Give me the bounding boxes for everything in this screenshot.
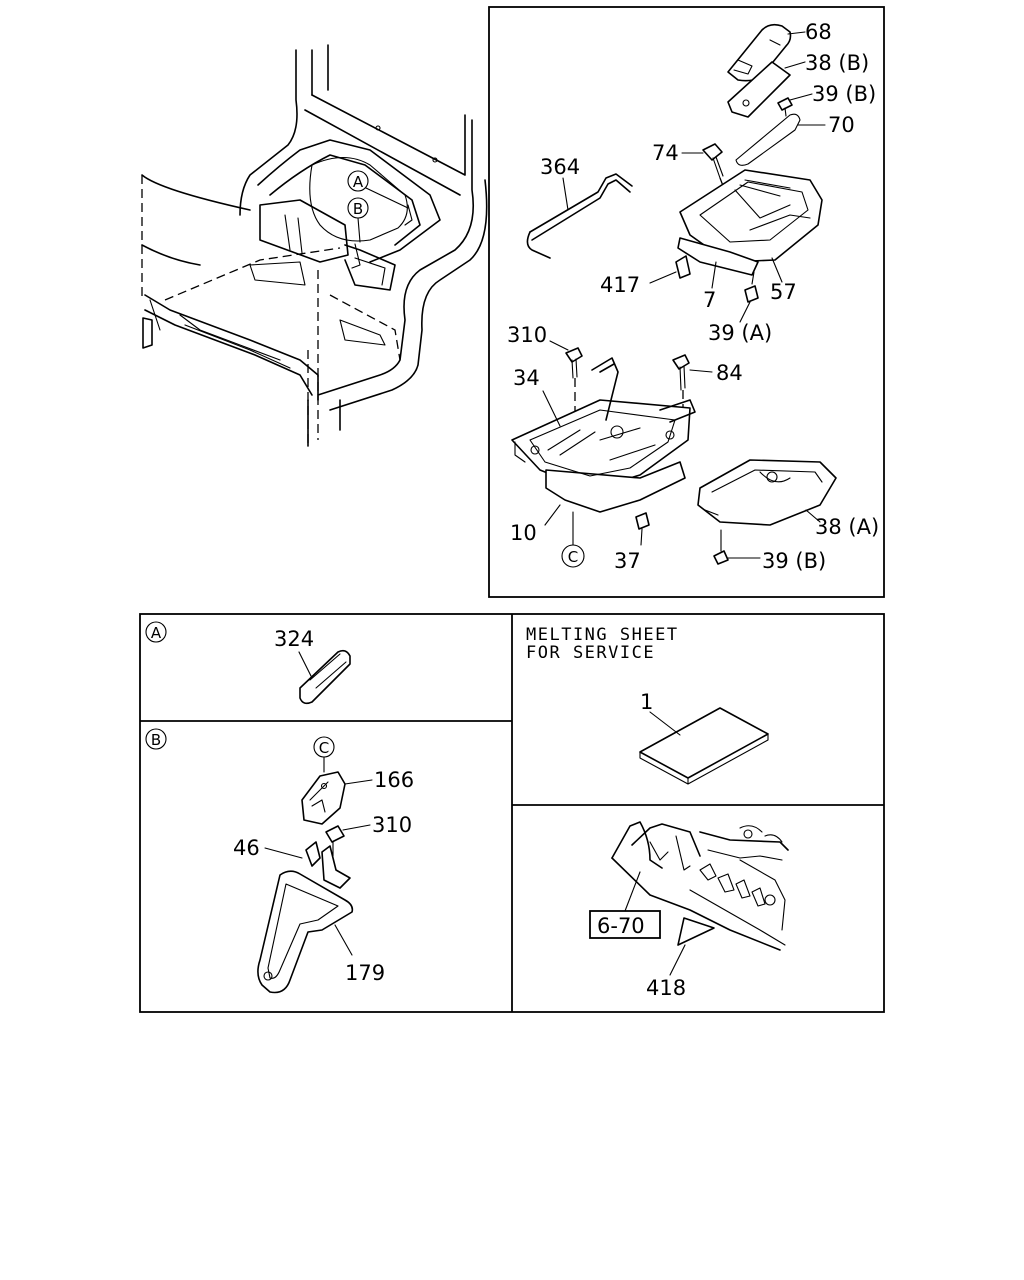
clip-icon bbox=[299, 649, 351, 705]
callout-38a: 38 (A) bbox=[815, 515, 879, 539]
part-68-cap-icon bbox=[727, 23, 792, 82]
svg-text:C: C bbox=[319, 739, 329, 757]
svg-text:C: C bbox=[568, 548, 578, 566]
callout-10: 10 bbox=[510, 521, 537, 545]
callout-39b-top: 39 (B) bbox=[812, 82, 876, 106]
note-line-2: FOR SERVICE bbox=[526, 643, 655, 663]
callout-310-detail: 310 bbox=[372, 813, 412, 837]
callout-364: 364 bbox=[540, 155, 580, 179]
note-line-1: MELTING SHEET bbox=[526, 625, 679, 645]
truck-cab-floor-icon bbox=[141, 44, 488, 447]
callout-7: 7 bbox=[703, 288, 716, 312]
part-310-detail-bolt-icon bbox=[325, 825, 345, 857]
callout-179: 179 bbox=[345, 961, 385, 985]
part-418-pad-icon bbox=[677, 917, 715, 946]
marker-a-overview: A bbox=[347, 170, 409, 209]
part-84-bolt-icon bbox=[672, 354, 690, 410]
part-37-screw-icon bbox=[635, 512, 650, 546]
part-7-plate-icon bbox=[677, 237, 759, 276]
callout-39a: 39 (A) bbox=[708, 321, 772, 345]
callout-310-main: 310 bbox=[507, 323, 547, 347]
exploded-view-frame bbox=[488, 6, 885, 598]
part-70-strap-icon bbox=[735, 113, 801, 166]
bracket-icon bbox=[257, 841, 354, 994]
callout-34: 34 bbox=[513, 366, 540, 390]
svg-text:B: B bbox=[151, 731, 161, 749]
callout-74: 74 bbox=[652, 141, 679, 165]
callout-418: 418 bbox=[646, 976, 686, 1000]
svg-text:A: A bbox=[151, 624, 162, 642]
underbody-section-icon bbox=[611, 821, 789, 951]
svg-text:B: B bbox=[353, 200, 363, 218]
tray-cover-icon bbox=[679, 169, 823, 263]
callout-1: 1 bbox=[640, 690, 653, 714]
callout-324: 324 bbox=[274, 627, 314, 651]
part-364-rod-icon bbox=[526, 173, 633, 259]
part-38b-plate-icon bbox=[727, 61, 791, 118]
marker-c-main: C bbox=[561, 511, 585, 568]
svg-text:A: A bbox=[353, 173, 364, 191]
callout-ref-6-70: 6-70 bbox=[597, 914, 645, 938]
battery-tray-icon bbox=[511, 357, 696, 513]
part-38a-shield-icon bbox=[697, 459, 837, 526]
callout-68: 68 bbox=[805, 20, 832, 44]
callout-166: 166 bbox=[374, 768, 414, 792]
callout-39b-bottom: 39 (B) bbox=[762, 549, 826, 573]
marker-c-detail: C bbox=[313, 736, 335, 773]
part-39b-screw-icon bbox=[777, 97, 793, 117]
part-417-clip-icon bbox=[675, 255, 691, 279]
melting-sheet-icon bbox=[639, 707, 769, 785]
part-39a-screw-icon bbox=[744, 271, 759, 303]
callout-57: 57 bbox=[770, 280, 797, 304]
callout-38b-top: 38 (B) bbox=[805, 51, 869, 75]
marker-b-detail: B bbox=[145, 728, 167, 750]
marker-a-detail: A bbox=[145, 621, 167, 643]
callout-417: 417 bbox=[600, 273, 640, 297]
callout-46: 46 bbox=[233, 836, 260, 860]
marker-b-overview: B bbox=[347, 197, 369, 243]
callout-37: 37 bbox=[614, 549, 641, 573]
part-39b-bottom-screw-icon bbox=[713, 529, 729, 565]
callout-84: 84 bbox=[716, 361, 743, 385]
callout-70: 70 bbox=[828, 113, 855, 137]
part-166-block-icon bbox=[301, 771, 346, 825]
